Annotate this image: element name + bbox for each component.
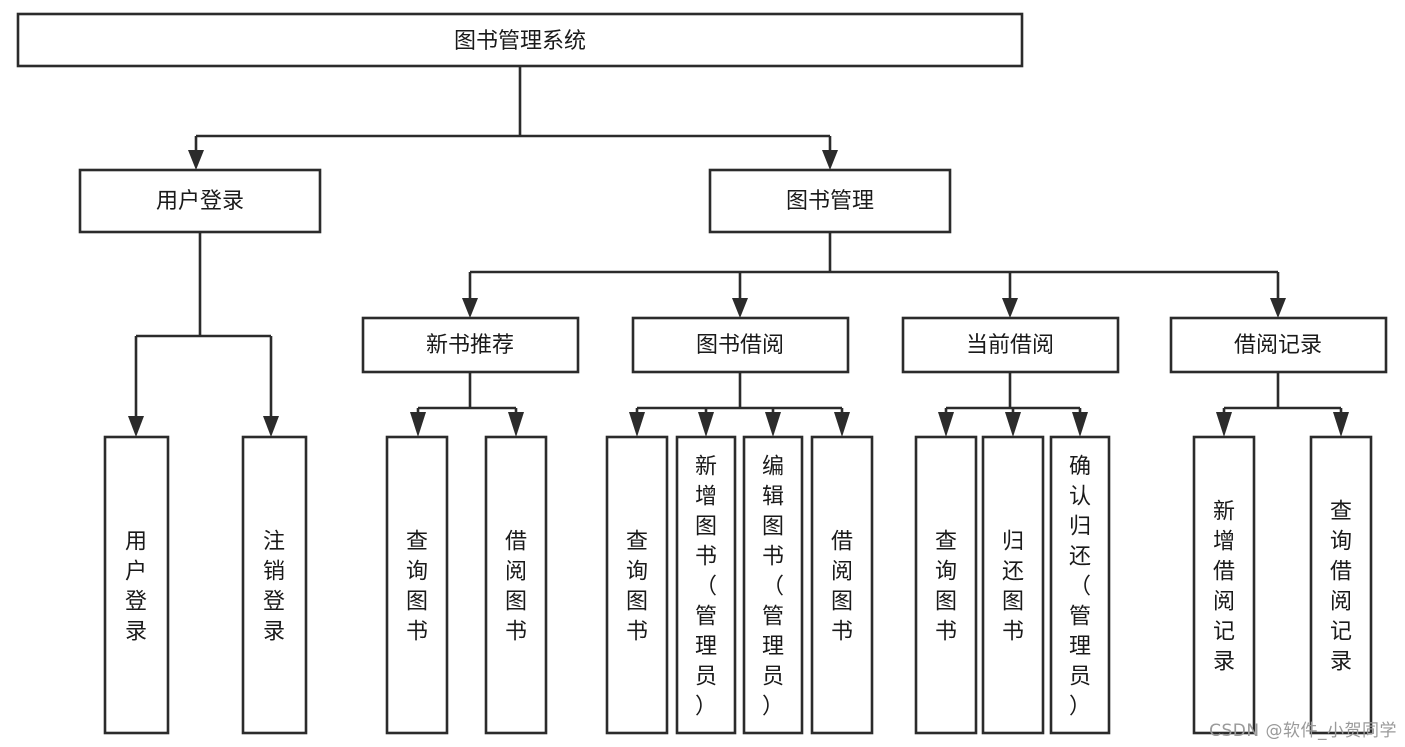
node-leaf-borrow-book-2-label: 借阅图书 [831, 529, 853, 644]
node-borrow-record[interactable]: 借阅记录 [1169, 316, 1388, 374]
node-leaf-edit-book-label: 编辑图书（管理员） [762, 454, 784, 719]
arrow-head-leaf-add-record [1216, 412, 1232, 437]
arrow-head-user-login [188, 150, 204, 170]
arrow-head-leaf-query-book-1 [410, 412, 426, 437]
node-leaf-query-book-1-label: 查询图书 [406, 529, 428, 644]
connector-group-root [188, 66, 838, 170]
node-leaf-borrow-book-1-box[interactable] [484, 435, 548, 735]
node-leaf-borrow-book-1-label: 借阅图书 [505, 529, 527, 644]
connector-group-user-login [128, 232, 279, 437]
arrow-head-book-management [822, 150, 838, 170]
arrow-head-leaf-borrow-book-1 [508, 412, 524, 437]
node-leaf-query-record[interactable]: 查询借阅记录 [1309, 435, 1373, 735]
node-leaf-add-book[interactable]: 新增图书（管理员） [675, 435, 737, 735]
node-leaf-user-login[interactable]: 用户登录 [103, 435, 170, 735]
node-leaf-user-login-box[interactable] [103, 435, 170, 735]
arrow-head-leaf-add-book [698, 412, 714, 437]
node-user-login-label: 用户登录 [156, 189, 244, 214]
node-book-borrow[interactable]: 图书借阅 [631, 316, 850, 374]
node-book-management-label: 图书管理 [786, 189, 874, 214]
connector-group-book-management [462, 232, 1286, 318]
node-book-borrow-label: 图书借阅 [696, 333, 784, 358]
node-leaf-confirm-return-box[interactable] [1049, 435, 1111, 735]
connector-group-borrow-record [1216, 372, 1349, 437]
node-leaf-edit-book-box[interactable] [742, 435, 804, 735]
node-leaf-confirm-return-label: 确认归还（管理员） [1069, 454, 1091, 719]
node-leaf-query-book-2[interactable]: 查询图书 [605, 435, 669, 735]
node-leaf-user-login-label: 用户登录 [125, 529, 147, 644]
arrow-head-leaf-return-book [1005, 412, 1021, 437]
arrow-head-leaf-confirm-return [1072, 412, 1088, 437]
arrow-head-leaf-query-record [1333, 412, 1349, 437]
node-leaf-edit-book[interactable]: 编辑图书（管理员） [742, 435, 804, 735]
node-leaf-add-book-box[interactable] [675, 435, 737, 735]
node-root-label: 图书管理系统 [454, 29, 586, 54]
arrow-head-book-borrow [732, 298, 748, 318]
node-borrow-record-label: 借阅记录 [1234, 333, 1322, 358]
arrow-head-current-borrow [1002, 298, 1018, 318]
node-new-book-recommend-box[interactable] [361, 316, 580, 374]
node-leaf-return-book-label: 归还图书 [1002, 529, 1024, 644]
node-root-box[interactable] [16, 12, 1024, 68]
node-leaf-add-record[interactable]: 新增借阅记录 [1192, 435, 1256, 735]
node-borrow-record-box[interactable] [1169, 316, 1388, 374]
node-leaf-query-record-label: 查询借阅记录 [1330, 499, 1352, 674]
connector-group-new-book-recommend [410, 372, 524, 437]
node-leaf-user-logout[interactable]: 注销登录 [241, 435, 308, 735]
arrow-head-leaf-edit-book [765, 412, 781, 437]
node-leaf-return-book-box[interactable] [981, 435, 1045, 735]
node-leaf-user-logout-box[interactable] [241, 435, 308, 735]
node-new-book-recommend-label: 新书推荐 [426, 333, 514, 358]
node-leaf-query-book-1[interactable]: 查询图书 [385, 435, 449, 735]
node-leaf-add-record-box[interactable] [1192, 435, 1256, 735]
arrow-head-leaf-user-logout [263, 416, 279, 437]
node-leaf-borrow-book-2[interactable]: 借阅图书 [810, 435, 874, 735]
node-book-management[interactable]: 图书管理 [708, 168, 952, 234]
node-leaf-confirm-return[interactable]: 确认归还（管理员） [1049, 435, 1111, 735]
node-leaf-query-record-box[interactable] [1309, 435, 1373, 735]
connector-group-current-borrow [938, 372, 1088, 437]
node-leaf-query-book-2-box[interactable] [605, 435, 669, 735]
arrow-head-leaf-user-login [128, 416, 144, 437]
connector-group-book-borrow [629, 372, 850, 437]
node-leaf-query-book-1-box[interactable] [385, 435, 449, 735]
node-user-login[interactable]: 用户登录 [78, 168, 322, 234]
node-leaf-add-record-label: 新增借阅记录 [1213, 499, 1235, 674]
node-current-borrow-box[interactable] [901, 316, 1120, 374]
node-book-management-box[interactable] [708, 168, 952, 234]
node-leaf-user-logout-label: 注销登录 [263, 529, 285, 644]
node-leaf-add-book-label: 新增图书（管理员） [695, 454, 717, 719]
node-user-login-box[interactable] [78, 168, 322, 234]
node-book-borrow-box[interactable] [631, 316, 850, 374]
arrow-head-new-book-recommend [462, 298, 478, 318]
arrow-head-leaf-query-book-3 [938, 412, 954, 437]
node-leaf-query-book-3-box[interactable] [914, 435, 978, 735]
node-current-borrow-label: 当前借阅 [966, 333, 1054, 358]
node-current-borrow[interactable]: 当前借阅 [901, 316, 1120, 374]
arrow-head-leaf-borrow-book-2 [834, 412, 850, 437]
node-leaf-query-book-3-label: 查询图书 [935, 529, 957, 644]
csdn-watermark: CSDN @软件_小贺同学 [1209, 721, 1397, 741]
node-leaf-borrow-book-1[interactable]: 借阅图书 [484, 435, 548, 735]
node-root[interactable]: 图书管理系统 [16, 12, 1024, 68]
arrow-head-leaf-query-book-2 [629, 412, 645, 437]
node-leaf-query-book-2-label: 查询图书 [626, 529, 648, 644]
node-new-book-recommend[interactable]: 新书推荐 [361, 316, 580, 374]
arrow-head-borrow-record [1270, 298, 1286, 318]
node-leaf-borrow-book-2-box[interactable] [810, 435, 874, 735]
node-leaf-query-book-3[interactable]: 查询图书 [914, 435, 978, 735]
node-leaf-return-book[interactable]: 归还图书 [981, 435, 1045, 735]
